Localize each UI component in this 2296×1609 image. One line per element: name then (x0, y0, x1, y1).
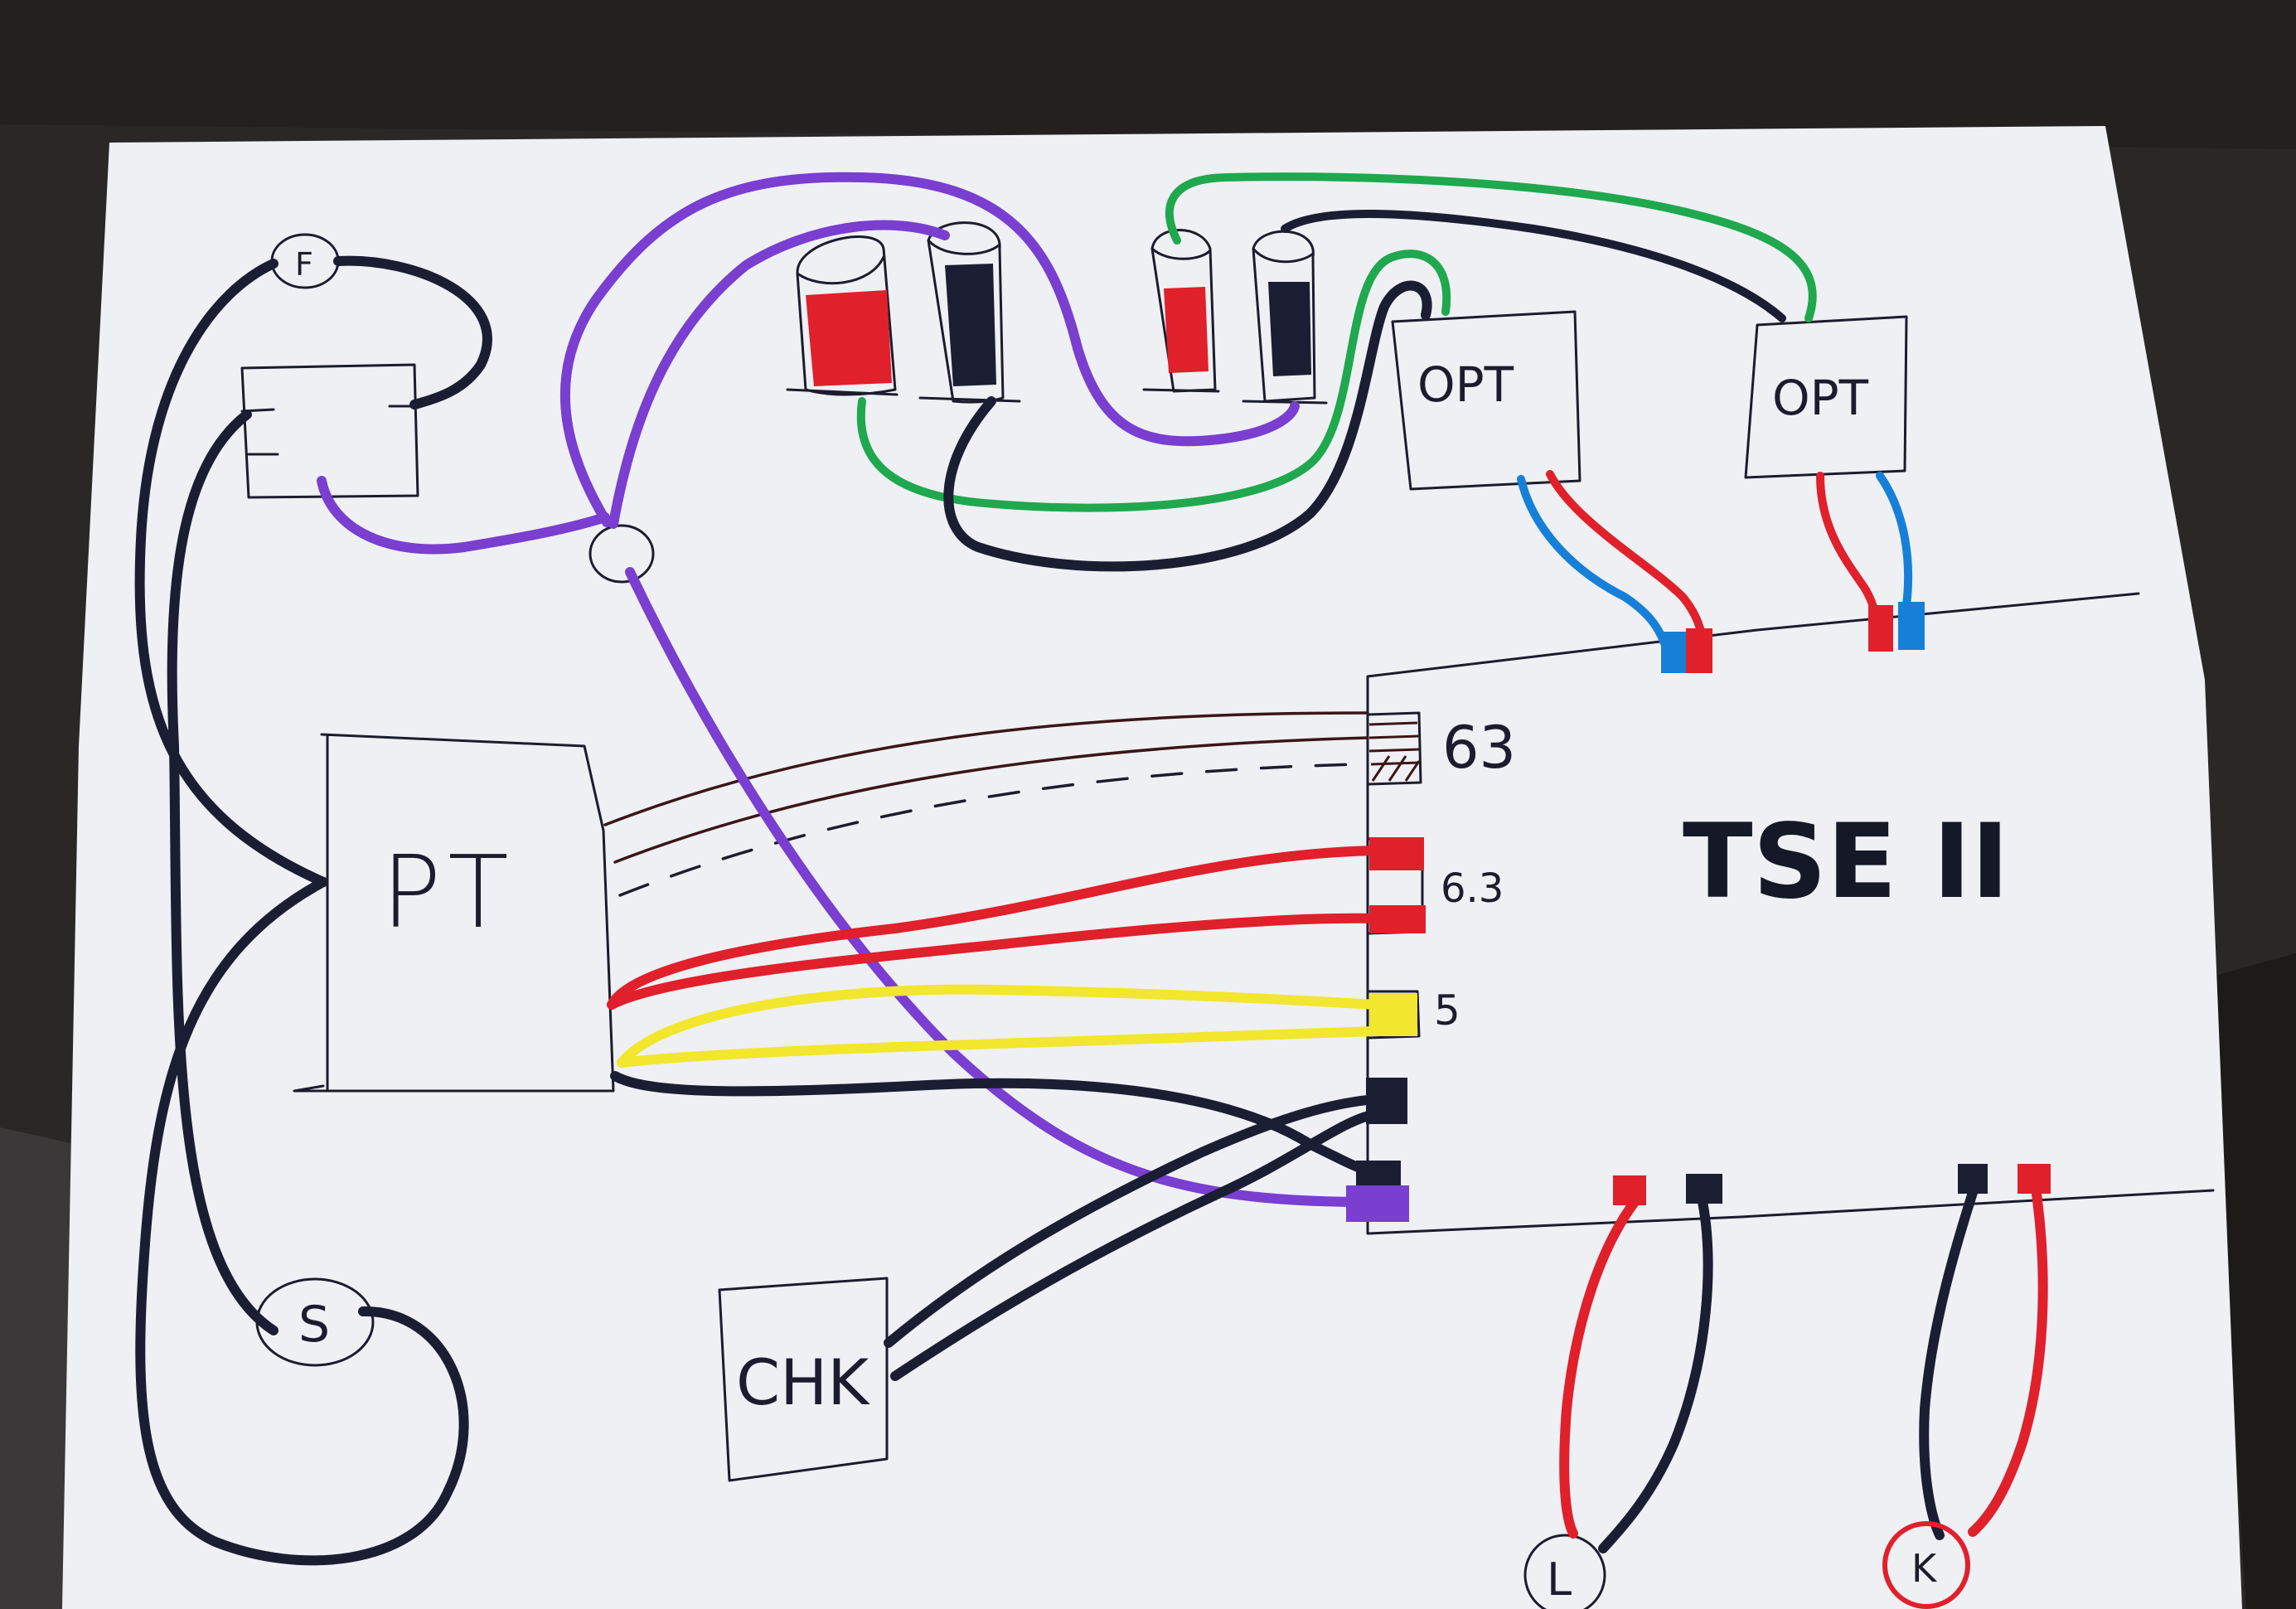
terminal-purple (1346, 1185, 1409, 1222)
wire-blue-opt-left (1517, 475, 1674, 664)
wire-black-choke-to-board-1 (884, 1094, 1381, 1348)
wire-black-switch-loop (135, 877, 469, 1566)
jack-right-circle (1882, 1521, 1970, 1609)
power-transformer-box (293, 733, 615, 1093)
switch-label: S (298, 1296, 330, 1354)
output-transformer-left-box (1391, 310, 1582, 491)
table-corner-right (2205, 953, 2296, 1609)
table-corner-left (0, 1127, 75, 1609)
terminal-6-3-b (1369, 905, 1426, 933)
terminal-5 (1369, 993, 1417, 1036)
wire-purple-grommet-to-tube1 (608, 220, 950, 529)
output-transformer-right-box (1744, 315, 1908, 479)
choke-box (718, 1277, 889, 1482)
terminal-5-outline (1366, 990, 1421, 1040)
board-title: TSE II (1683, 802, 2009, 922)
wire-purple-box-to-grommet (317, 476, 610, 555)
opt-left-connector-blue (1661, 632, 1686, 673)
board-outline (1366, 592, 2215, 1235)
jack-right-label: K (1911, 1546, 1938, 1591)
fuse-label: F (295, 246, 313, 283)
terminal-63-hatch (1368, 721, 1421, 782)
choke-label: CHK (736, 1345, 870, 1419)
opt-right-connector-red (1868, 605, 1893, 652)
terminal-63-outline (1366, 711, 1422, 786)
heater-tap-63-label: 63 (1442, 714, 1516, 782)
tube-4-black-fill (1268, 282, 1311, 376)
wire-yellow-upper (617, 984, 1381, 1068)
wire-green-tube1-to-opt (856, 250, 1451, 512)
jack-left-connector-red (1613, 1175, 1646, 1205)
tube-socket-1 (786, 235, 899, 396)
tube-socket-4 (1242, 230, 1328, 405)
brown-lead-upper (603, 711, 1369, 826)
output-transformer-right-label: OPT (1772, 370, 1869, 426)
jack-right-connector-black (1958, 1164, 1988, 1194)
wire-red-heater-upper (607, 846, 1381, 1010)
tube-3-red-fill (1164, 287, 1209, 373)
wire-black-tube2-to-opt (943, 280, 1432, 572)
tube-2-black-fill (945, 264, 996, 386)
table-shadow (0, 0, 2296, 149)
output-transformer-left-label: OPT (1417, 356, 1514, 413)
wire-black-fuse-to-box (333, 255, 492, 410)
wire-black-jack-left (1598, 1189, 1713, 1553)
brown-lead-lower (613, 736, 1369, 864)
wire-green-tube3-to-opt-right (1165, 172, 1817, 322)
tube-1-red-fill (806, 290, 892, 386)
wire-red-jack-left (1559, 1189, 1646, 1539)
jack-right-connector-red (2017, 1164, 2051, 1194)
wire-black-fuse-to-switch (134, 259, 328, 887)
wire-red-heater-lower (607, 913, 1381, 1010)
wire-yellow-lower (617, 1026, 1381, 1068)
terminal-black-1 (1366, 1078, 1407, 1124)
wire-black-tube4-to-opt-right (1281, 210, 1786, 322)
wire-black-jack-right (1919, 1172, 1983, 1540)
heater-dashed-lead (618, 763, 1361, 897)
terminal-6-3-a (1369, 837, 1424, 870)
power-transformer-label: PT (381, 836, 516, 951)
heater-tap-6-3-label: 6.3 (1441, 865, 1504, 912)
wire-black-choke-to-board-2 (890, 1109, 1381, 1381)
paper-sheet (62, 126, 2242, 1609)
grommet-circle (589, 524, 655, 584)
wire-red-jack-right (1968, 1172, 2048, 1537)
jack-left-label: L (1547, 1553, 1572, 1606)
heater-tap-5-label: 5 (1434, 986, 1460, 1035)
tube-socket-3 (1142, 229, 1220, 393)
wire-black-box-to-switch (167, 410, 279, 1335)
opt-left-connector-red (1686, 628, 1712, 673)
power-entry-box (240, 363, 419, 499)
wire-purple-grommet-to-tube2 (559, 172, 1300, 527)
jack-left-connector-black (1686, 1174, 1722, 1204)
opt-right-connector-blue (1898, 602, 1925, 650)
tube-socket-2 (918, 221, 1021, 404)
jack-left-circle (1523, 1534, 1606, 1609)
